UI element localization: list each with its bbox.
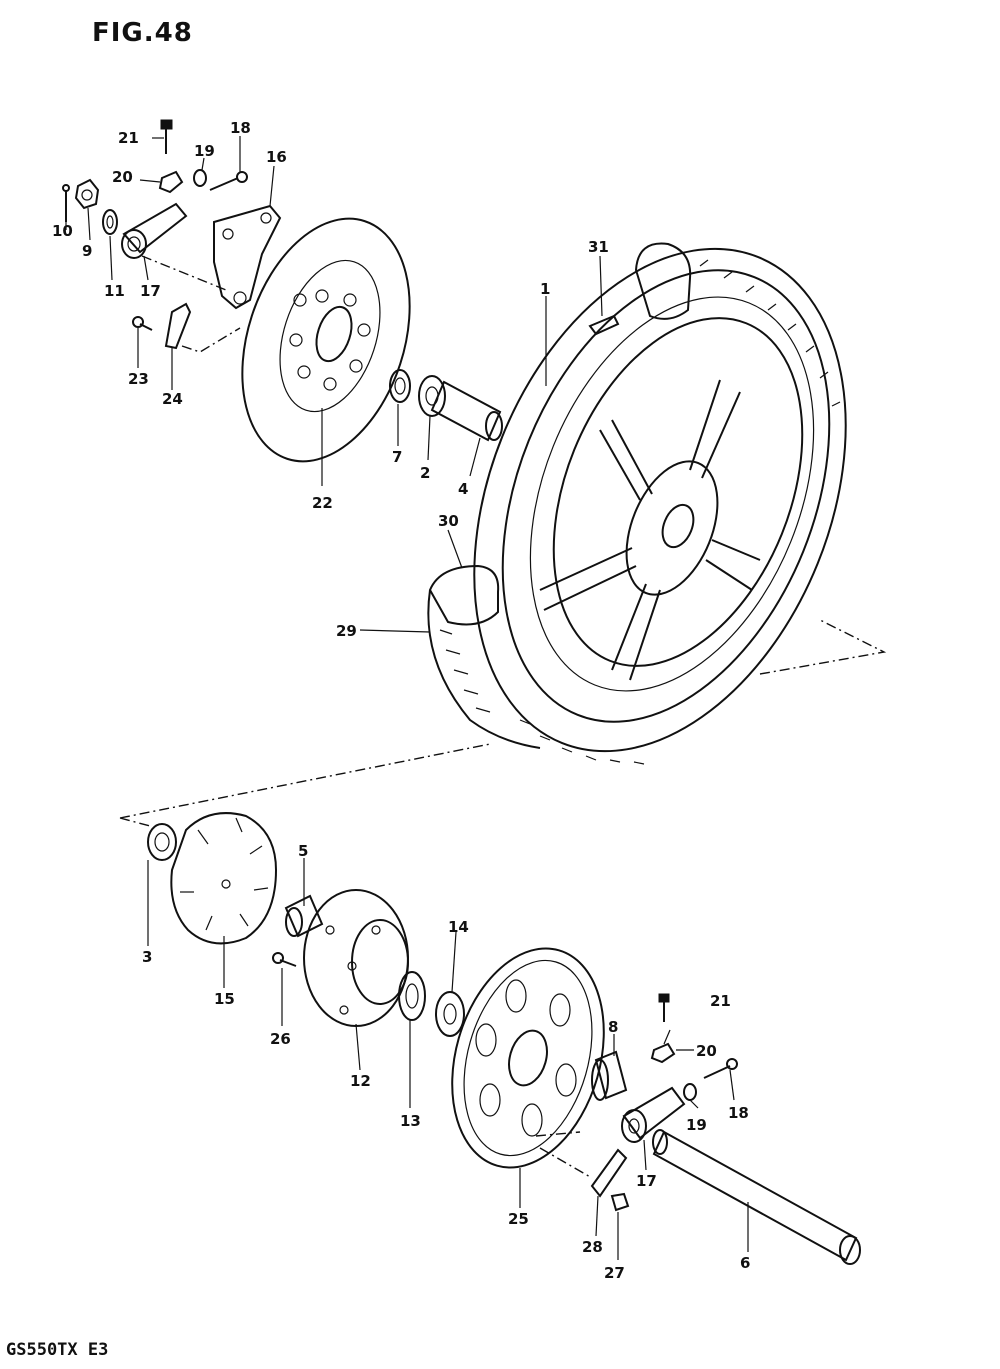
callout-18-upper: 18 [230, 119, 251, 137]
axle-6 [652, 1129, 861, 1265]
callout-19-lower: 19 [686, 1116, 707, 1134]
collar-5 [284, 894, 324, 938]
callout-19-upper: 19 [194, 142, 215, 160]
callout-31: 31 [588, 238, 609, 256]
callout-12: 12 [350, 1072, 371, 1090]
bolt-18-lower [703, 1058, 738, 1079]
callout-5: 5 [298, 842, 308, 860]
callout-6: 6 [740, 1254, 750, 1272]
callout-15: 15 [214, 990, 235, 1008]
chain-adjuster-17-lower [621, 1086, 686, 1143]
lock-plate-24 [164, 302, 192, 350]
figure-title: FIG.48 [92, 18, 193, 48]
bearing-3 [147, 823, 177, 861]
callout-26: 26 [270, 1030, 291, 1048]
washer-19-upper [193, 169, 207, 187]
callout-20-lower: 20 [696, 1042, 717, 1060]
callout-11: 11 [104, 282, 125, 300]
caliper-bracket-16 [213, 204, 282, 310]
rear-sprocket-25 [451, 947, 605, 1169]
oil-seal-14 [435, 991, 465, 1037]
callout-2: 2 [420, 464, 430, 482]
bolt-21-upper [160, 119, 173, 154]
callout-9: 9 [82, 242, 92, 260]
spacer-8 [591, 1050, 628, 1101]
callout-28: 28 [582, 1238, 603, 1256]
callout-17-lower: 17 [636, 1172, 657, 1190]
callout-24: 24 [162, 390, 183, 408]
callout-21-upper: 21 [118, 129, 139, 147]
callout-30: 30 [438, 512, 459, 530]
callout-10: 10 [52, 222, 73, 240]
callout-29: 29 [336, 622, 357, 640]
bolt-23 [132, 316, 153, 331]
tire-section-29-30 [427, 564, 541, 749]
nut-20-lower [650, 1042, 676, 1064]
rear-wheel-1 [473, 247, 847, 765]
callout-17-upper: 17 [140, 282, 161, 300]
nut-20-upper [158, 170, 184, 194]
callout-25: 25 [508, 1210, 529, 1228]
washer-11 [102, 209, 118, 235]
lock-plate-28 [590, 1148, 628, 1198]
nut-9 [74, 178, 100, 210]
callout-1: 1 [540, 280, 550, 298]
brake-disc-22 [241, 217, 411, 463]
callout-7: 7 [392, 448, 402, 466]
tire-section-top [634, 242, 692, 320]
callout-22: 22 [312, 494, 333, 512]
callout-18-lower: 18 [728, 1104, 749, 1122]
bearing-13 [398, 971, 426, 1021]
washer-19-lower [683, 1083, 697, 1101]
callout-3: 3 [142, 948, 152, 966]
spacer-4 [430, 380, 503, 442]
nut-27 [610, 1192, 630, 1212]
callout-23: 23 [128, 370, 149, 388]
callout-16: 16 [266, 148, 287, 166]
valve-31 [588, 314, 620, 336]
callout-4: 4 [458, 480, 468, 498]
bolt-21-lower [658, 993, 670, 1022]
model-code: GS550TX E3 [6, 1340, 109, 1360]
collar-7 [389, 369, 411, 403]
callout-20-upper: 20 [112, 168, 133, 186]
callout-21-lower: 21 [710, 992, 731, 1010]
callout-27: 27 [604, 1264, 625, 1282]
chain-adjuster-17-upper [121, 202, 188, 259]
leader-lines [65, 136, 749, 1260]
callout-13: 13 [400, 1112, 421, 1130]
bolt-26 [272, 952, 297, 967]
damper-15 [170, 812, 278, 945]
callout-14: 14 [448, 918, 469, 936]
bolt-18-upper [209, 171, 248, 191]
cotter-pin-10 [62, 184, 70, 222]
callout-8: 8 [608, 1018, 618, 1036]
sprocket-mounting-drum-12 [303, 889, 409, 1027]
